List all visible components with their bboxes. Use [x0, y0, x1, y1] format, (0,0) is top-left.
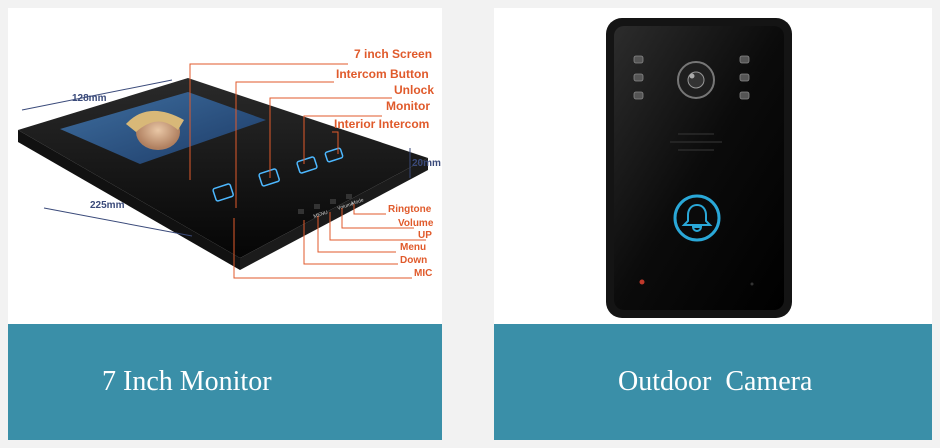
dimension-width: 128mm	[72, 93, 107, 104]
callout-lines-side	[233, 204, 426, 279]
callout-mic: MIC	[414, 268, 432, 279]
side-buttons	[298, 194, 352, 214]
doorbell-button[interactable]	[673, 194, 721, 242]
button-print-menu: MENU	[313, 210, 329, 220]
camera-product-card[interactable]: Outdoor Camera	[494, 8, 932, 440]
dimension-depth: 20mm	[412, 158, 441, 169]
speaker-grille	[670, 133, 722, 151]
bell-icon	[681, 203, 713, 232]
callout-up: UP	[418, 230, 432, 241]
callout-lines-top	[189, 63, 392, 208]
monitor-caption-bar: 7 Inch Monitor	[8, 324, 442, 440]
mic-hole	[750, 282, 754, 286]
camera-caption: Outdoor Camera	[618, 366, 813, 397]
dimension-length: 225mm	[90, 200, 125, 211]
monitor-device: MENU Volume Mode	[18, 78, 428, 270]
callout-down: Down	[400, 255, 427, 266]
callout-unlock: Unlock	[394, 83, 434, 97]
callout-7-inch-screen: 7 inch Screen	[354, 47, 432, 61]
monitor-product-card[interactable]: MENU Volume Mode 128mm 225mm 20mm 7 inch…	[8, 8, 442, 440]
outdoor-camera-device	[606, 18, 792, 318]
touch-button-icons	[212, 147, 344, 202]
ir-led-icons	[633, 55, 750, 100]
monitor-caption: 7 Inch Monitor	[102, 366, 272, 397]
button-print-volume: Volume	[337, 201, 355, 212]
button-print-mode: Mode	[351, 197, 365, 207]
monitor-product-image: MENU Volume Mode 128mm 225mm 20mm 7 inch…	[18, 47, 441, 279]
camera-product-image	[606, 18, 792, 318]
indicator-light	[639, 279, 645, 285]
callout-monitor: Monitor	[386, 99, 430, 113]
callout-ringtone: Ringtone	[388, 204, 432, 215]
callout-menu: Menu	[400, 242, 426, 253]
camera-caption-bar: Outdoor Camera	[494, 324, 932, 440]
callout-interior-intercom: Interior Intercom	[334, 117, 429, 131]
callout-volume: Volume	[398, 218, 434, 229]
dimension-lines	[21, 79, 411, 237]
callout-intercom-button: Intercom Button	[336, 67, 429, 81]
